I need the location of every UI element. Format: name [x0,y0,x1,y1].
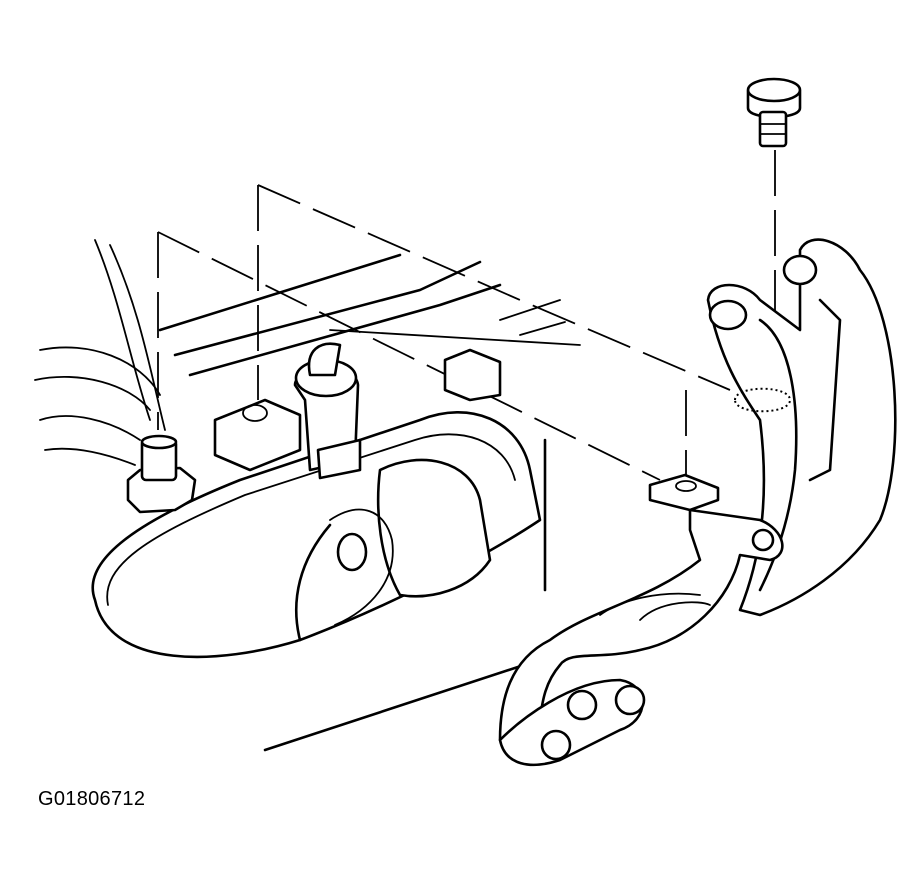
starter-bracket [213,342,502,480]
starter-motor [91,411,542,659]
figure-code-label: G01806712 [38,788,146,810]
bolt-top-right-icon [746,77,802,148]
starter-mount-bracket [498,238,897,767]
bolt-left-icon [126,434,197,514]
